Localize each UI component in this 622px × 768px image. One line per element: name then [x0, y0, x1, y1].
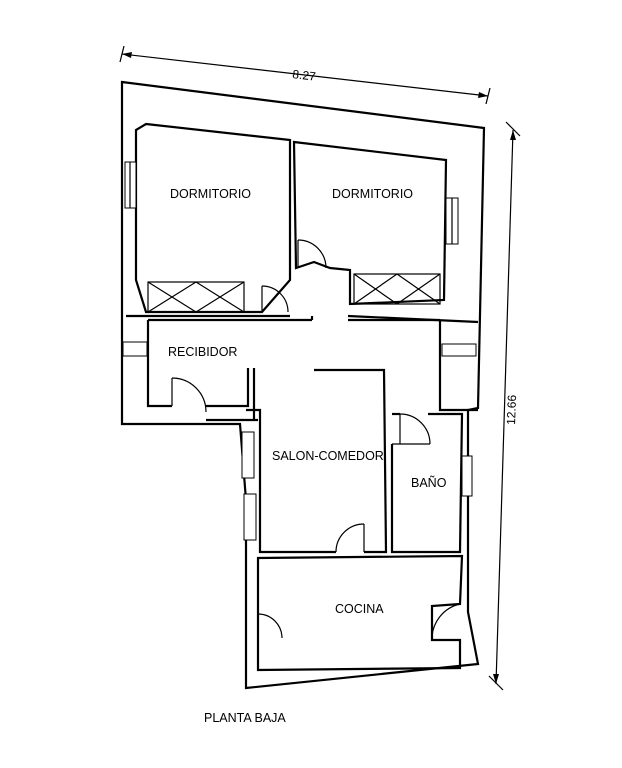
wardrobe-1	[147, 281, 245, 313]
door-entrance	[171, 377, 207, 413]
dimension-depth	[488, 121, 521, 691]
wardrobe-2	[353, 273, 441, 305]
door-bedroom-1	[261, 285, 289, 313]
bano-walls	[390, 412, 464, 554]
room-label-dormitorio-1: DORMITORIO	[170, 187, 251, 201]
room-label-recibidor: RECIBIDOR	[168, 345, 237, 359]
window-salon-1	[241, 431, 255, 479]
dimension-width-label: 8.27	[292, 67, 317, 84]
floor-label: PLANTA BAJA	[204, 711, 286, 725]
recibidor-walls	[146, 320, 172, 408]
door-bano	[392, 413, 431, 445]
window-salon-2	[243, 493, 257, 541]
door-salon-cocina	[335, 523, 365, 553]
room-label-bano: BAÑO	[411, 476, 447, 490]
door-bedroom-2	[297, 239, 327, 269]
window-recibidor	[122, 341, 148, 357]
window-recibidor-right	[441, 343, 477, 357]
room-label-cocina: COCINA	[335, 602, 384, 616]
bedroom-1-walls	[134, 122, 292, 314]
room-label-dormitorio-2: DORMITORIO	[332, 187, 413, 201]
dimension-width	[119, 45, 491, 105]
bedroom-2-walls	[292, 140, 448, 306]
window-bano	[461, 455, 473, 497]
exterior-wall-outline	[120, 80, 486, 690]
dimension-depth-label: 12.66	[504, 394, 519, 425]
salon-comedor-walls	[314, 368, 388, 554]
room-label-salon-comedor: SALON-COMEDOR	[272, 449, 384, 463]
door-cocina	[431, 603, 461, 641]
window-cocina	[257, 584, 283, 639]
